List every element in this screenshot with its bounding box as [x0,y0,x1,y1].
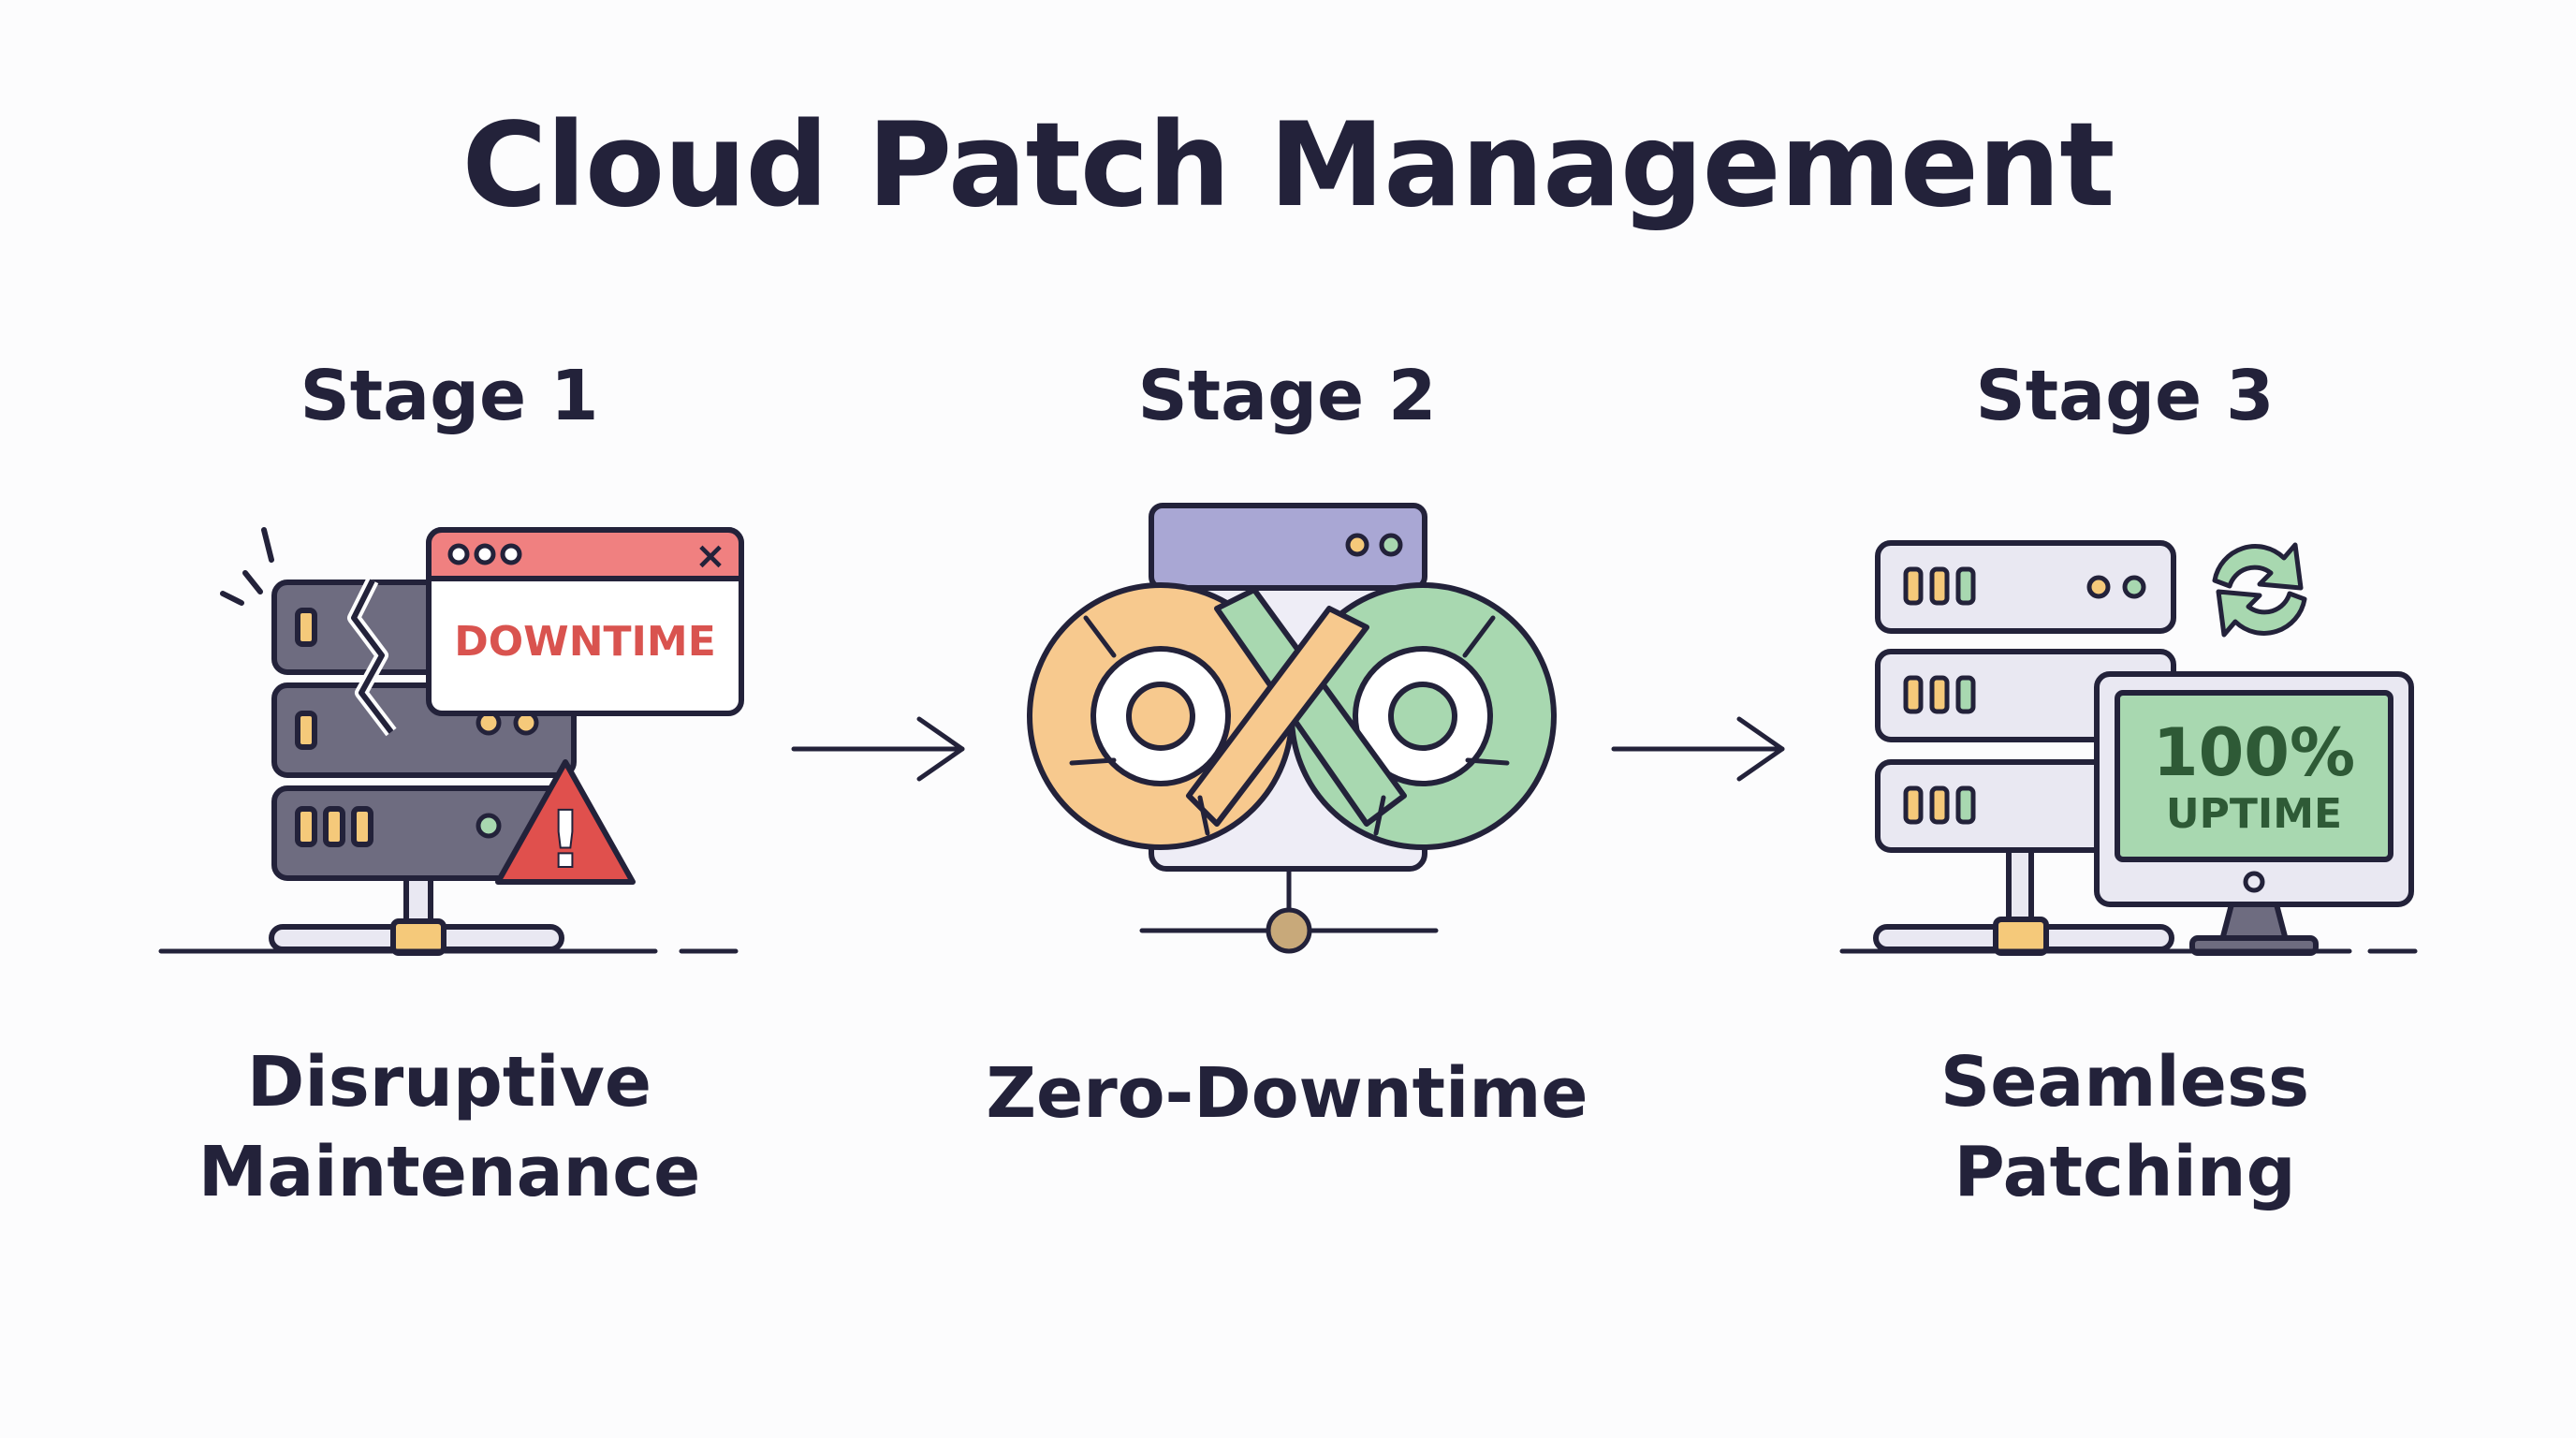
stage-1-label: Stage 1 [300,356,599,436]
page-title: Cloud Patch Management [461,98,2115,233]
stage-2-caption-line-1: Zero-Downtime [986,1053,1588,1134]
stage-1-caption-line-2: Maintenance [198,1132,701,1212]
stage-3-caption-line-2: Patching [1954,1132,2296,1212]
stage-3-caption: Seamless Patching [1750,1037,2499,1217]
sync-icon [2212,542,2307,638]
uptime-monitor-icon [2094,671,2414,956]
arrow-right-icon-2 [1611,716,1785,782]
downtime-badge-text: DOWNTIME [454,618,716,666]
uptime-label: UPTIME [2166,790,2342,838]
stage-3-label: Stage 3 [1975,356,2275,436]
close-icon: × [695,535,726,578]
infinity-loop-icon [1027,582,1557,850]
warning-mark: ! [548,794,583,886]
stage-1-caption: Disruptive Maintenance [75,1037,824,1217]
warning-icon: ! [495,759,636,887]
uptime-percent: 100% [2153,714,2355,791]
arrow-right-icon-1 [791,716,965,782]
stage-1-caption-line-1: Disruptive [246,1042,652,1123]
stage-2-label: Stage 2 [1137,356,1437,436]
stage-2-caption: Zero-Downtime [913,1049,1661,1138]
network-node-icon [1266,907,1312,954]
downtime-window-icon [426,527,744,716]
stage-3-caption-line-1: Seamless [1939,1042,2310,1123]
